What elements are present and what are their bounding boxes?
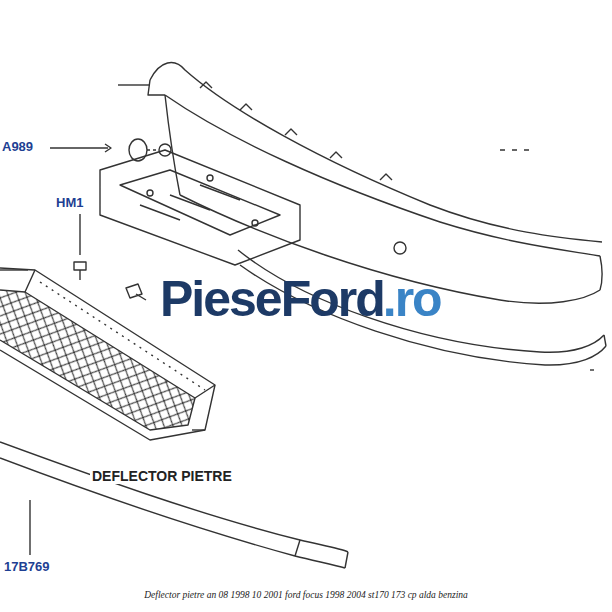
- watermark: PieseFord: [160, 272, 384, 327]
- watermark: .ro: [383, 272, 441, 327]
- part-number: A989: [0, 140, 35, 154]
- group-label: DEFLECTOR PIETRE: [90, 469, 234, 484]
- caption: Deflector pietre an 08 1998 10 2001 ford…: [0, 590, 612, 600]
- part-number: 17B769: [2, 560, 52, 574]
- part-number: HM1: [54, 196, 85, 210]
